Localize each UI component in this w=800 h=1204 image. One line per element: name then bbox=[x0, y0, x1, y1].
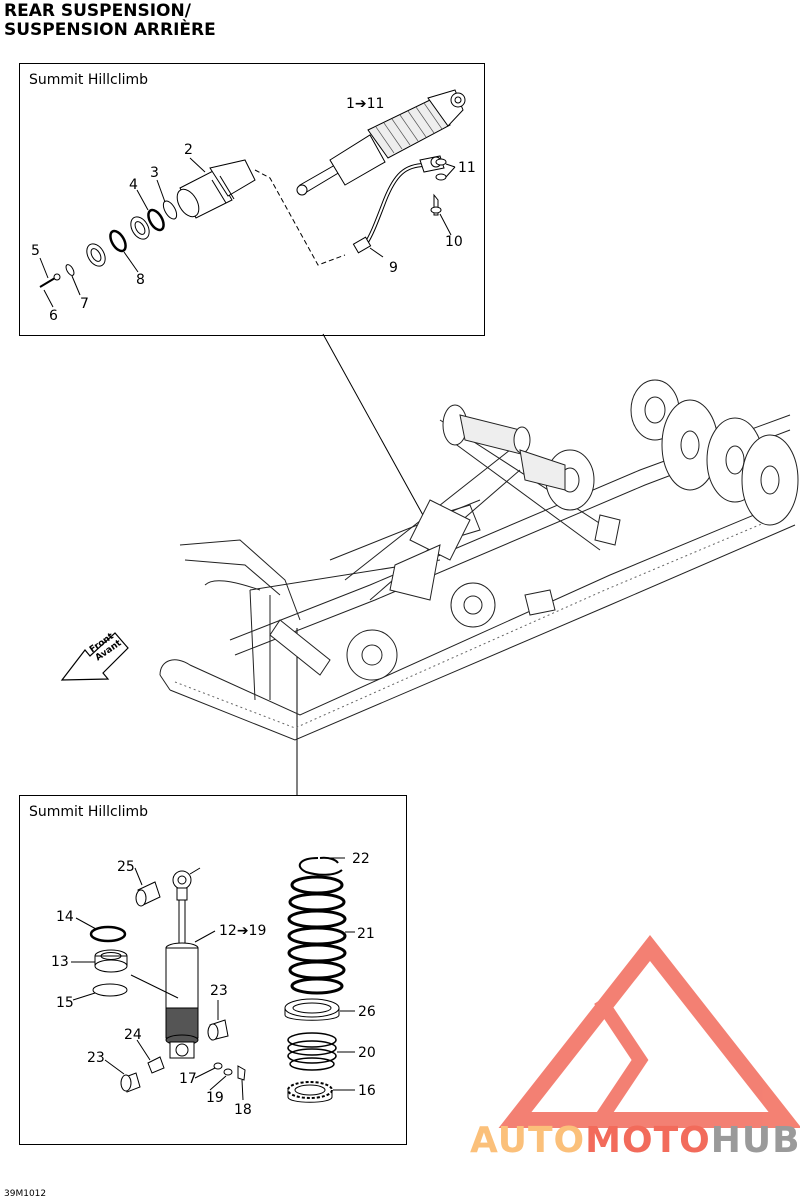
spring-21 bbox=[287, 875, 347, 995]
diagram-code: 39M1012 bbox=[4, 1189, 47, 1199]
callout-24: 24 bbox=[124, 1027, 142, 1043]
callout-4: 4 bbox=[129, 177, 138, 193]
callout-16: 16 bbox=[358, 1083, 376, 1099]
top-detail-box bbox=[19, 63, 485, 336]
title-line-2: SUSPENSION ARRIÈRE bbox=[4, 20, 216, 40]
watermark-moto: MOTO bbox=[585, 1120, 711, 1161]
collar-13 bbox=[94, 949, 128, 973]
retaining-clip-22 bbox=[298, 856, 343, 876]
callout-26: 26 bbox=[358, 1004, 376, 1020]
watermark-text: AUTOMOTOHUB bbox=[470, 1120, 800, 1161]
callout-8: 8 bbox=[136, 272, 145, 288]
spring-adjuster-20 bbox=[287, 1032, 337, 1071]
callout-22: 22 bbox=[352, 851, 370, 867]
lock-nut-16 bbox=[287, 1081, 333, 1103]
callout-19: 19 bbox=[206, 1090, 224, 1106]
watermark-hub: HUB bbox=[710, 1120, 800, 1161]
callout-18: 18 bbox=[234, 1102, 252, 1118]
callout-6: 6 bbox=[49, 308, 58, 324]
callout-1-11: 1➔11 bbox=[346, 96, 385, 112]
callout-5: 5 bbox=[31, 243, 40, 259]
shock-absorber bbox=[165, 942, 199, 1059]
callout-3: 3 bbox=[150, 165, 159, 181]
automotohub-logo-icon bbox=[498, 935, 800, 1128]
callout-25: 25 bbox=[117, 859, 135, 875]
bottom-detail-box bbox=[19, 795, 407, 1145]
top-shock-assembly bbox=[296, 89, 466, 196]
title-line-1: REAR SUSPENSION/ bbox=[4, 1, 191, 21]
callout-17: 17 bbox=[179, 1071, 197, 1087]
callout-7: 7 bbox=[80, 296, 89, 312]
rear-wheels bbox=[630, 379, 799, 526]
spring-seat-26 bbox=[284, 998, 340, 1021]
callout-10: 10 bbox=[445, 234, 463, 250]
callout-13: 13 bbox=[51, 954, 69, 970]
front-arrow-icon bbox=[60, 632, 129, 681]
callout-23-left: 23 bbox=[87, 1050, 105, 1066]
suspension-frame bbox=[159, 379, 799, 741]
callout-12-19: 12➔19 bbox=[219, 923, 267, 939]
reservoir-part bbox=[176, 159, 256, 219]
callout-9: 9 bbox=[389, 260, 398, 276]
bottom-box-label: Summit Hillclimb bbox=[29, 804, 149, 820]
callout-21: 21 bbox=[357, 926, 375, 942]
callout-15: 15 bbox=[56, 995, 74, 1011]
callout-2: 2 bbox=[184, 142, 193, 158]
watermark-auto: AUTO bbox=[470, 1120, 586, 1161]
callout-11: 11 bbox=[458, 160, 476, 176]
top-box-label: Summit Hillclimb bbox=[29, 72, 149, 88]
page-title: REAR SUSPENSION/ SUSPENSION ARRIÈRE bbox=[4, 2, 216, 40]
callout-14: 14 bbox=[56, 909, 74, 925]
callout-20: 20 bbox=[358, 1045, 376, 1061]
callout-23-right: 23 bbox=[210, 983, 228, 999]
